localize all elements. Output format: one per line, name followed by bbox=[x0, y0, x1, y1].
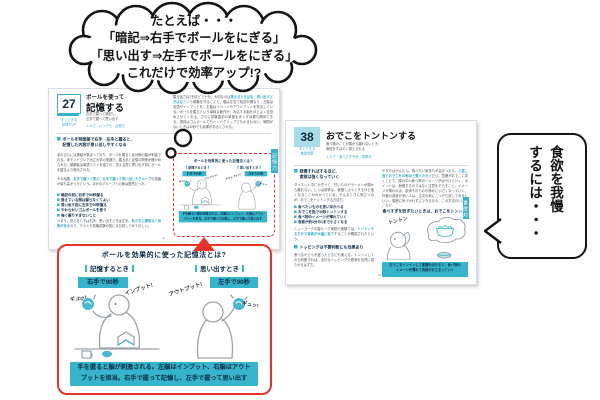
speech-bubble: 食欲を我慢 するには・・・ bbox=[497, 133, 587, 259]
tag-row: １人で｜いつでも｜記憶力 bbox=[86, 124, 125, 129]
technique-number-badge: 38 bbox=[294, 127, 320, 147]
panel-label-recall: 思い出すとき bbox=[192, 263, 247, 273]
title-subtitle-1: 右手で握って暗記し、 bbox=[86, 112, 119, 117]
section-heading-line1: ボールを時間差で右手→左手と握ると、 bbox=[57, 137, 161, 142]
forehead-tapping-illustration bbox=[386, 217, 466, 260]
number-underline bbox=[57, 114, 79, 116]
chapter-tab: 記憶力 bbox=[271, 149, 278, 173]
panel-label-memorize: 記憶するとき bbox=[185, 165, 209, 170]
page-caption-box: おでこをトントンして意識を向けると、食べ物の イメージが薄れて食欲がおさまってい… bbox=[382, 262, 468, 277]
header-divider bbox=[57, 133, 271, 134]
bullet-item: 暗記の前に右手で90秒握る bbox=[57, 193, 161, 198]
title-subtitle-2: 食欲をすばやく抑えられる bbox=[326, 147, 365, 152]
title-subtitle-2: 左手で握って思い出す bbox=[86, 117, 119, 122]
figure-recalling-illustration bbox=[238, 179, 263, 210]
panel-title: ボールを効果的に使った記憶法とは? bbox=[193, 159, 253, 163]
number-caption-1: すぐできる bbox=[60, 118, 78, 123]
bullet-item: 覚えている間は握らなくてよい bbox=[57, 198, 161, 203]
section-heading-line2: 食欲は強くなっていく bbox=[299, 174, 340, 179]
technique-number-badge: 27 bbox=[57, 94, 81, 114]
callout-pointer-arrow bbox=[193, 237, 215, 251]
bullet-item: 強く握りすぎないこと bbox=[57, 213, 161, 218]
right-hand-90s-chip: 右手で90秒 bbox=[78, 277, 128, 288]
bullet-item: 食欲が約3分の1まで小さくなる bbox=[294, 220, 374, 225]
section-heading-line1: 我慢すればするほど、 bbox=[294, 169, 374, 174]
speech-bubble-tail bbox=[483, 218, 502, 244]
left-book-page: 27 すぐできる 記憶力UP ボールを使って 記憶する 右手で握って暗記し、 左… bbox=[48, 88, 280, 250]
page-number: 76 bbox=[161, 237, 165, 241]
thought-bubble-icon bbox=[68, 1, 318, 159]
title-subtitle-1: 食べ物のことが頭から離れないとき、 bbox=[326, 142, 382, 147]
panel-label-memorize: 記憶するとき bbox=[82, 263, 137, 273]
bullet-item: 食べたいものを思い浮かべる bbox=[294, 205, 374, 210]
panel-caption-box: 手を握ると脳が刺激される。左脳はインプット、右脳はアウト プットを担当。右手で握… bbox=[178, 211, 268, 223]
bullet-list: 食べたいものを思い浮かべる おでこを指で30秒トントンする 食べ物のイメージが薄… bbox=[294, 205, 374, 225]
highlighted-diagram-region: ボールを効果的に使った記憶法とは? 記憶するとき 思い出すとき 右手で90秒 左… bbox=[173, 153, 275, 237]
bullet-list: 暗記の前に右手で90秒握る 覚えている間は握らなくてよい 思い出す前に左手で90… bbox=[57, 193, 161, 218]
chapter-tab: 食欲対策 bbox=[455, 197, 469, 219]
right-hand-90s-chip: 右手で90秒 bbox=[182, 171, 207, 177]
body-paragraph-1: 手のひらには神経が集まっており、ボールを握ると反対側の脳が刺激される。米モントク… bbox=[57, 153, 161, 173]
left-hand-90s-chip: 左手で90秒 bbox=[244, 171, 268, 177]
tag-row: １人で｜食べすぎ予防｜習慣化 bbox=[326, 155, 372, 160]
body-paragraph-right-column: 握る強さは7割ほどで十分。大切なのは覚えるときは右、思い出すときは左という順番を… bbox=[173, 95, 273, 130]
panel-caption-box: 手を握ると脳が刺激される。左脳はインプット、右脳はアウト プットを担当。右手で握… bbox=[70, 362, 258, 386]
illustration-caption: 食べすぎを防ぎたいときは、おでこをトントン! bbox=[382, 209, 468, 214]
left-hand-90s-chip: 左手で90秒 bbox=[210, 277, 258, 288]
figure-memorizing-illustration bbox=[74, 294, 160, 359]
magnified-diagram-callout: ボールを効果的に使った記憶法とは? 記憶するとき 思い出すとき 右手で90秒 左… bbox=[57, 244, 272, 395]
body-paragraph-2: その結果、右手で握って覚え、左手で握って思い出したグループの成績が最も高かったと… bbox=[57, 177, 161, 187]
page-number: 103 bbox=[377, 274, 383, 278]
body-paragraph-3: つまり、覚えるときは右手、思い出すときは左手。利き手に関係なく効果があるので、テ… bbox=[57, 219, 161, 229]
bullet-item: おでこを指で30秒トントンする bbox=[294, 210, 374, 215]
right-book-page: 38 すぐできる 食欲対策 おでこをトントンする 食べ物のことが頭から離れないと… bbox=[285, 120, 477, 285]
bullet-item: 食べ物のイメージが薄れていく bbox=[294, 215, 374, 220]
thought-bubble-text: たとえば・・・ 「暗記⇒右手でボールをにぎる」 「思い出す⇒左手でボールをにぎる… bbox=[90, 14, 298, 81]
panel-title: ボールを効果的に使った記憶法とは? bbox=[101, 252, 227, 259]
number-caption-1: すぐできる bbox=[298, 147, 316, 152]
speech-bubble-text: 食欲を我慢 するには・・・ bbox=[527, 145, 563, 240]
number-caption-2: 記憶力UP bbox=[61, 123, 77, 127]
panel-label-recall: 思い出すとき bbox=[237, 165, 261, 170]
ball-method-panel: ボールを効果的に使った記憶法とは? 記憶するとき 思い出すとき 右手で90秒 左… bbox=[64, 249, 264, 389]
section-heading-2: トッピングは不要判断にも効果あり bbox=[294, 245, 374, 250]
body-paragraph-1: ダイエット中にかぎって、甘いものやラーメンが頭から離れない。じつは欲求は、我慢し… bbox=[294, 183, 374, 203]
title-kicker: ボールを使って bbox=[86, 95, 125, 101]
header-divider bbox=[294, 165, 468, 166]
body-paragraph-3: 食べるかどうか迷ったときにも使える。トントンしてから判断すれば、余計なトッピング… bbox=[294, 253, 374, 268]
body-paragraph-2: ニューヨークの聖ルーク病院の実験では、トントンするだけで食欲が大幅に低下すること… bbox=[294, 227, 374, 242]
body-paragraph-right-column: やり方はかんたん。食べたい気持ちが高まったら、人差し指でおでこを30秒ほど軽くた… bbox=[382, 169, 468, 208]
bullet-item: 思い出す前に左手で90秒握る bbox=[57, 203, 161, 208]
figure-recalling-illustration bbox=[196, 294, 248, 359]
bullet-item: やわらかいゴムボールを使う bbox=[57, 208, 161, 213]
figure-memorizing-illustration bbox=[180, 179, 221, 210]
section-heading-line2: 記憶した内容が思い出しやすくなる bbox=[62, 142, 127, 147]
page-title: 記憶する bbox=[86, 103, 125, 114]
ball-method-panel-mini: ボールを効果的に使った記憶法とは? 記憶するとき 思い出すとき 右手で90秒 左… bbox=[176, 158, 270, 224]
number-caption-2: 食欲対策 bbox=[300, 152, 314, 156]
page-title: おでこをトントンする bbox=[326, 131, 417, 141]
